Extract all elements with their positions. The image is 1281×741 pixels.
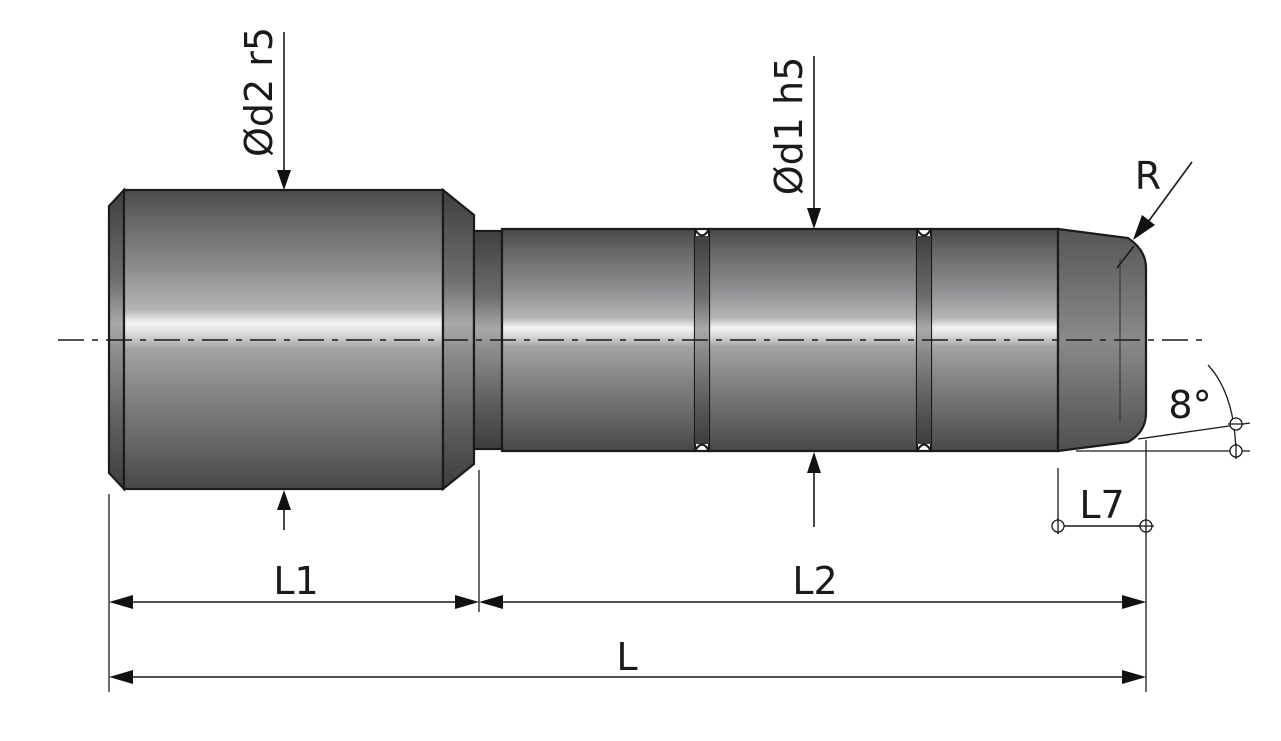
d1-label: Ød1 h5: [767, 57, 811, 196]
arrow-d1-top: [807, 208, 821, 229]
d2-label: Ød2 r5: [237, 27, 281, 157]
dimension-d2: Ød2 r5: [237, 27, 291, 530]
dimension-l7: L7: [1051, 468, 1154, 534]
dimension-l2: L2: [479, 559, 1146, 609]
groove-2-top: [915, 227, 933, 237]
pin-body: [107, 187, 1148, 492]
dimension-angle: 8°: [1076, 364, 1251, 459]
l7-label: L7: [1079, 483, 1124, 527]
groove-1-top: [693, 227, 711, 237]
groove-1-bottom: [693, 443, 711, 453]
arrow-l-left: [109, 670, 133, 684]
arrow-radius: [1133, 215, 1155, 240]
angle-label: 8°: [1168, 383, 1211, 427]
dimension-d1: Ød1 h5: [767, 56, 821, 527]
arrow-l1-left: [109, 595, 133, 609]
arrow-l1-right: [455, 595, 479, 609]
arrow-l2-right: [1122, 595, 1146, 609]
dimension-l: L: [109, 635, 1146, 684]
arrow-l-right: [1122, 670, 1146, 684]
arrow-l2-left: [479, 595, 503, 609]
arrow-d2-bottom: [277, 490, 291, 510]
arrow-d2-top: [277, 170, 291, 190]
l-label: L: [616, 635, 637, 679]
dimension-l1: L1: [109, 559, 479, 609]
groove-2-bottom: [915, 443, 933, 453]
radius-label: R: [1135, 154, 1161, 198]
l2-label: L2: [792, 559, 837, 603]
l1-label: L1: [273, 559, 318, 603]
dimension-radius: R: [1116, 154, 1193, 269]
arrow-d1-bottom: [807, 452, 821, 473]
